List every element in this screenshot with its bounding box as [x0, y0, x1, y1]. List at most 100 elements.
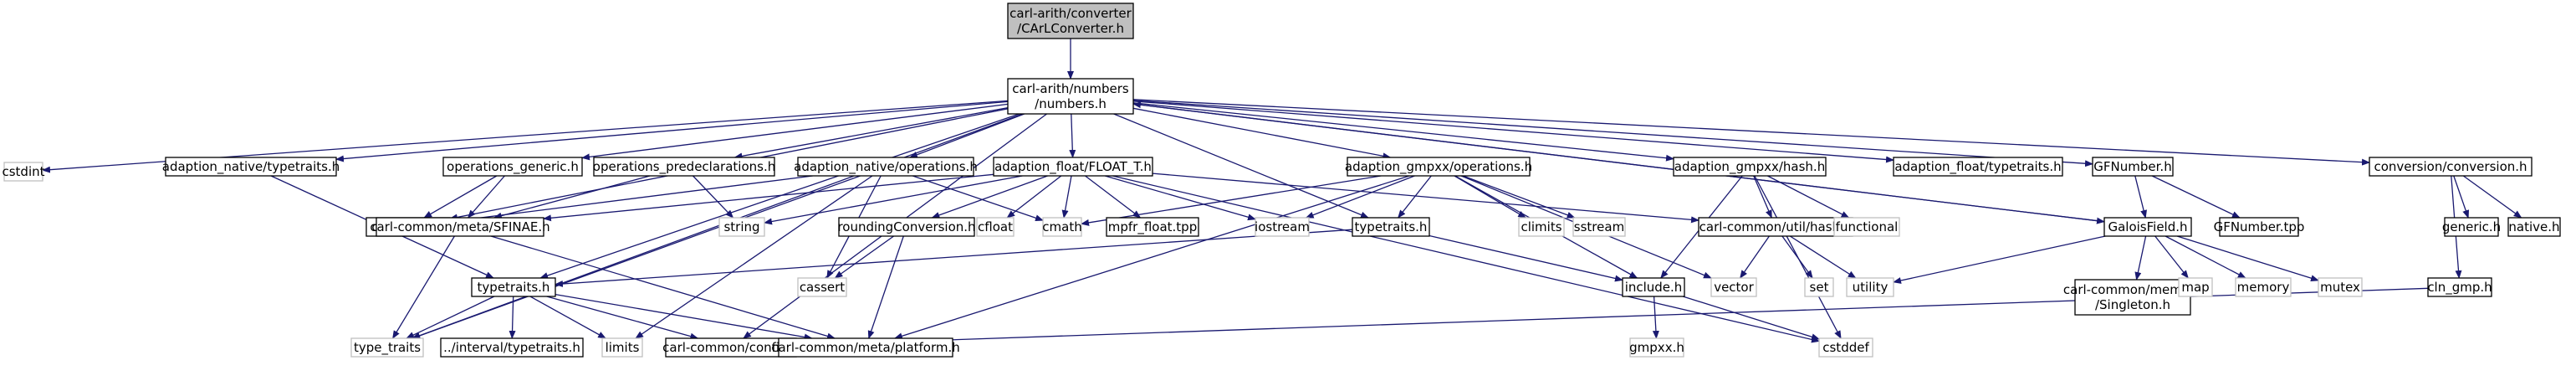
node-mutex[interactable]: mutex [2318, 277, 2363, 297]
node-box[interactable] [838, 217, 975, 237]
node-functional[interactable]: functional [1833, 217, 1900, 237]
node-gmpxx[interactable]: gmpxx.h [1629, 337, 1684, 358]
node-gfnumber_tpp[interactable]: GFNumber.tpp [2214, 217, 2305, 237]
node-vector[interactable]: vector [1710, 277, 1757, 297]
node-cfloat[interactable]: cfloat [976, 217, 1015, 237]
node-limits[interactable]: limits [601, 337, 643, 358]
node-box[interactable] [797, 157, 974, 177]
node-box[interactable] [2178, 277, 2213, 297]
node-map[interactable]: map [2178, 277, 2213, 297]
node-box[interactable] [442, 157, 583, 177]
edge-ag_operations-to-sstream [1463, 175, 1576, 219]
node-cstddef[interactable]: cstddef [1818, 337, 1873, 358]
node-box[interactable] [1818, 337, 1873, 358]
edge-af_float-to-sfinae [543, 173, 994, 222]
node-conversion[interactable]: conversion/conversion.h [2369, 157, 2533, 177]
node-box[interactable] [2369, 157, 2533, 177]
node-af_typetraits[interactable]: adaption_float/typetraits.h [1893, 157, 2063, 177]
node-op_generic[interactable]: operations_generic.h [442, 157, 583, 177]
node-utility[interactable]: utility [1846, 277, 1894, 297]
node-box[interactable] [2427, 277, 2492, 297]
node-box[interactable] [1352, 217, 1430, 237]
node-op_predecl[interactable]: operations_predeclarations.h [593, 157, 775, 177]
node-box[interactable] [976, 217, 1015, 237]
node-box[interactable] [1255, 217, 1310, 237]
node-include[interactable]: include.h [1622, 277, 1685, 297]
node-box[interactable] [2444, 217, 2499, 237]
node-box[interactable] [1518, 217, 1565, 237]
node-box[interactable] [2318, 277, 2363, 297]
node-config[interactable]: carl-common/config.h [662, 337, 800, 358]
node-cc_hash[interactable]: carl-common/util/hash.h [1698, 217, 1853, 237]
node-iostream[interactable]: iostream [1255, 217, 1310, 237]
node-box[interactable] [1893, 157, 2063, 177]
node-generic[interactable]: generic.h [2442, 217, 2501, 237]
node-box[interactable] [2074, 279, 2191, 316]
node-box[interactable] [1106, 217, 1199, 237]
node-numbers[interactable]: carl-arith/numbers/numbers.h [1007, 78, 1134, 115]
node-box[interactable] [1007, 3, 1134, 39]
node-box[interactable] [2103, 217, 2192, 237]
node-an_operations[interactable]: adaption_native/operations.h [794, 157, 978, 177]
node-box[interactable] [593, 157, 775, 177]
node-box[interactable] [2219, 217, 2299, 237]
node-box[interactable] [1833, 217, 1900, 237]
node-an_typetraits[interactable]: adaption_native/typetraits.h [162, 157, 340, 177]
node-sfinae[interactable]: carl-common/meta/SFINAE.h [370, 217, 550, 237]
node-box[interactable] [1710, 277, 1757, 297]
node-box[interactable] [1347, 157, 1531, 177]
node-box[interactable] [440, 337, 584, 358]
node-memory[interactable]: memory [2235, 277, 2292, 297]
node-singleton[interactable]: carl-common/memory/Singleton.h [2063, 279, 2202, 316]
node-box[interactable] [797, 277, 847, 297]
node-string[interactable]: string [718, 217, 765, 237]
node-box[interactable] [350, 337, 424, 358]
node-cmath[interactable]: cmath [1042, 217, 1082, 237]
node-af_float[interactable]: adaption_float/FLOAT_T.h [993, 157, 1153, 177]
node-sstream[interactable]: sstream [1572, 217, 1626, 237]
node-label: carl-common/util/hash.h [1699, 219, 1853, 234]
node-label: carl-common/meta/platform.h [771, 340, 960, 355]
node-box[interactable] [2235, 277, 2292, 297]
node-box[interactable] [993, 157, 1153, 177]
node-platform[interactable]: carl-common/meta/platform.h [771, 337, 960, 358]
node-box[interactable] [601, 337, 643, 358]
node-label: GaloisField.h [2108, 219, 2187, 234]
node-box[interactable] [376, 217, 544, 237]
node-box[interactable] [1673, 157, 1827, 177]
node-box[interactable] [1804, 277, 1834, 297]
node-climits[interactable]: climits [1518, 217, 1565, 237]
node-box[interactable] [1622, 277, 1685, 297]
node-interval_tt[interactable]: ../interval/typetraits.h [440, 337, 584, 358]
node-set[interactable]: set [1804, 277, 1834, 297]
node-mpfr[interactable]: mpfr_float.tpp [1106, 217, 1199, 237]
node-box[interactable] [1042, 217, 1082, 237]
node-ag_hash[interactable]: adaption_gmpxx/hash.h [1673, 157, 1827, 177]
edge-typetraits_h-to-typetraits2 [555, 229, 1353, 287]
node-box[interactable] [1846, 277, 1894, 297]
node-box[interactable] [3, 162, 43, 182]
node-cstdint[interactable]: cstdint [2, 162, 45, 182]
node-carlconv[interactable]: carl-arith/converter/CArLConverter.h [1007, 3, 1134, 39]
node-box[interactable] [471, 277, 556, 297]
node-box[interactable] [1629, 337, 1684, 358]
node-box[interactable] [1007, 78, 1134, 115]
node-galois[interactable]: GaloisField.h [2103, 217, 2192, 237]
node-typetraits_h[interactable]: typetraits.h [1352, 217, 1430, 237]
node-box[interactable] [2507, 217, 2561, 237]
node-label: vector [1714, 280, 1754, 295]
node-rounding[interactable]: roundingConversion.h [837, 217, 976, 237]
node-gfnumber[interactable]: GFNumber.h [2092, 157, 2174, 177]
node-box[interactable] [1572, 217, 1626, 237]
node-box[interactable] [778, 337, 953, 358]
node-box[interactable] [165, 157, 337, 177]
node-typetraits2[interactable]: typetraits.h [471, 277, 556, 297]
node-cln_gmp[interactable]: cln_gmp.h [2427, 277, 2492, 297]
node-type_traits[interactable]: type_traits [350, 337, 424, 358]
node-native[interactable]: native.h [2507, 217, 2561, 237]
node-label: string [723, 219, 759, 234]
node-ag_operations[interactable]: adaption_gmpxx/operations.h [1345, 157, 1532, 177]
node-box[interactable] [2092, 157, 2174, 177]
node-cassert[interactable]: cassert [797, 277, 847, 297]
node-box[interactable] [718, 217, 765, 237]
